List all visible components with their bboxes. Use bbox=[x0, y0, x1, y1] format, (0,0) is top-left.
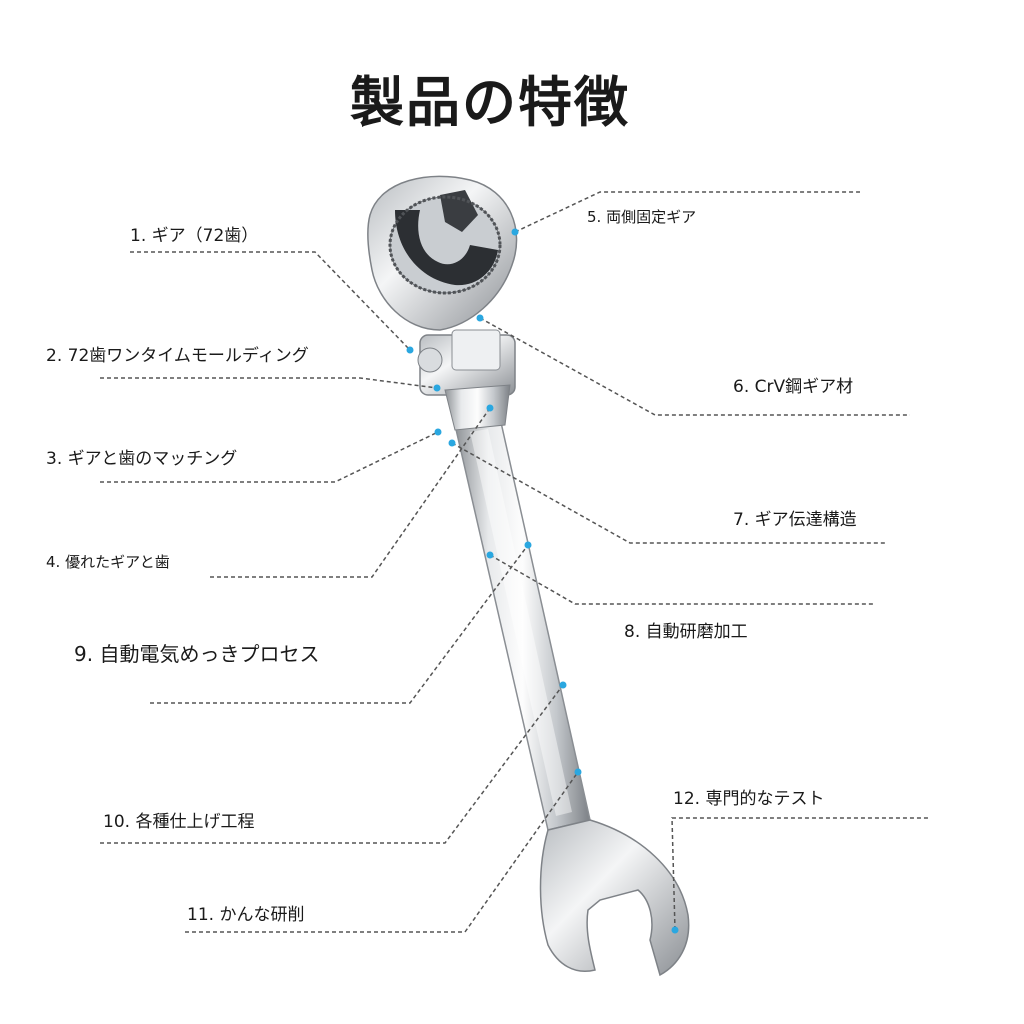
wrench-shaft bbox=[454, 417, 591, 831]
feature-label-10: 10. 各種仕上げ工程 bbox=[103, 812, 255, 832]
feature-label-6: 6. CrV鋼ギア材 bbox=[733, 377, 854, 397]
feature-label-7: 7. ギア伝達構造 bbox=[733, 510, 857, 530]
feature-label-3: 3. ギアと歯のマッチング bbox=[46, 449, 238, 469]
feature-label-9: 9. 自動電気めっきプロセス bbox=[74, 642, 320, 666]
feature-label-8: 8. 自動研磨加工 bbox=[624, 622, 748, 642]
wrench-ratchet-head bbox=[367, 175, 518, 331]
feature-label-1: 1. ギア（72歯） bbox=[130, 226, 259, 246]
callout-dots bbox=[406, 228, 679, 934]
feature-label-2: 2. 72歯ワンタイムモールディング bbox=[46, 346, 309, 366]
feature-label-5: 5. 両側固定ギア bbox=[587, 208, 697, 226]
wrench-open-end bbox=[539, 819, 690, 977]
wrench-flex-joint bbox=[417, 329, 516, 431]
feature-label-4: 4. 優れたギアと歯 bbox=[46, 553, 170, 571]
feature-label-11: 11. かんな研削 bbox=[187, 905, 305, 925]
feature-label-12: 12. 専門的なテスト bbox=[673, 789, 825, 809]
leader-lines bbox=[100, 191, 930, 933]
page-title: 製品の特徴 bbox=[350, 71, 630, 134]
